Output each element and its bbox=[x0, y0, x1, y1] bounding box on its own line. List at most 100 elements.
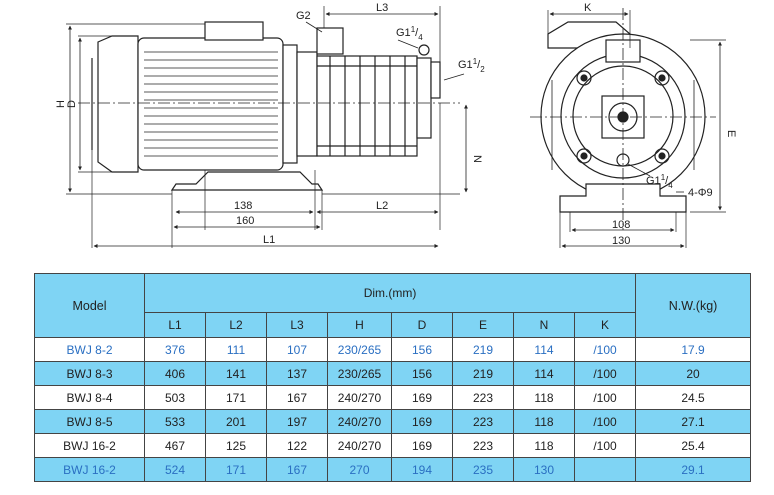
label-l2: L2 bbox=[376, 200, 388, 212]
label-g14-front: G11/4 bbox=[646, 173, 673, 190]
cell-dim-k: /100 bbox=[573, 361, 637, 386]
label-138: 138 bbox=[234, 200, 252, 212]
cell-dim-e: 235 bbox=[452, 457, 514, 482]
label-g14: G11/4 bbox=[396, 25, 423, 42]
label-d: D bbox=[66, 100, 78, 108]
header-model: Model bbox=[34, 273, 145, 338]
cell-dim-h: 240/270 bbox=[327, 433, 392, 458]
header-col: L2 bbox=[205, 312, 267, 338]
cell-dim-k: /100 bbox=[573, 337, 637, 362]
cell-model: BWJ 16-2 bbox=[34, 457, 145, 482]
cell-dim-l1: 524 bbox=[144, 457, 206, 482]
cell-dim-h: 230/265 bbox=[327, 361, 392, 386]
cell-model: BWJ 16-2 bbox=[34, 433, 145, 458]
label-holes: 4-Φ9 bbox=[688, 187, 713, 199]
cell-dim-l1: 376 bbox=[144, 337, 206, 362]
cell-dim-k: /100 bbox=[573, 385, 637, 410]
cell-dim-l3: 167 bbox=[266, 457, 328, 482]
cell-dim-h: 230/265 bbox=[327, 337, 392, 362]
cell-dim-d: 156 bbox=[391, 361, 453, 386]
cell-dim-l2: 125 bbox=[205, 433, 267, 458]
side-view bbox=[66, 6, 460, 248]
header-dim: Dim.(mm) bbox=[143, 273, 637, 313]
label-130: 130 bbox=[612, 235, 630, 247]
cell-dim-n: 130 bbox=[513, 457, 575, 482]
label-g2: G2 bbox=[296, 10, 311, 22]
cell-dim-l3: 197 bbox=[266, 409, 328, 434]
cell-dim-l2: 201 bbox=[205, 409, 267, 434]
cell-dim-l1: 467 bbox=[144, 433, 206, 458]
label-e: E bbox=[725, 130, 737, 137]
header-col: L3 bbox=[266, 312, 328, 338]
cell-dim-k: /100 bbox=[573, 409, 637, 434]
cell-dim-l1: 406 bbox=[144, 361, 206, 386]
cell-dim-l2: 171 bbox=[205, 457, 267, 482]
cell-dim-l2: 141 bbox=[205, 361, 267, 386]
cell-dim-e: 223 bbox=[452, 409, 514, 434]
cell-dim-l3: 137 bbox=[266, 361, 328, 386]
label-k: K bbox=[584, 2, 592, 14]
header-col: H bbox=[327, 312, 392, 338]
cell-nw: 29.1 bbox=[635, 457, 752, 482]
label-108: 108 bbox=[612, 219, 630, 231]
label-n: N bbox=[471, 155, 483, 163]
cell-nw: 20 bbox=[635, 361, 752, 386]
cell-dim-d: 169 bbox=[391, 409, 453, 434]
label-l3: L3 bbox=[376, 2, 388, 14]
cell-dim-l3: 122 bbox=[266, 433, 328, 458]
cell-dim-l1: 533 bbox=[144, 409, 206, 434]
cell-dim-d: 169 bbox=[391, 385, 453, 410]
cell-dim-h: 240/270 bbox=[327, 385, 392, 410]
cell-dim-k bbox=[573, 457, 637, 482]
front-dimension-lines bbox=[549, 12, 722, 248]
header-col: N bbox=[513, 312, 575, 338]
cell-dim-n: 114 bbox=[513, 337, 575, 362]
cell-dim-e: 223 bbox=[452, 433, 514, 458]
cell-dim-e: 219 bbox=[452, 361, 514, 386]
motor-cooling-fins bbox=[144, 51, 278, 157]
label-160: 160 bbox=[236, 215, 254, 227]
cell-nw: 17.9 bbox=[635, 337, 752, 362]
front-view-labels: K E G11/4 4-Φ9 108 130 bbox=[584, 2, 737, 247]
cell-dim-e: 219 bbox=[452, 337, 514, 362]
dimension-table: Model Dim.(mm) N.W.(kg) L1 L2 L3 H D E N… bbox=[34, 273, 752, 482]
cell-model: BWJ 8-4 bbox=[34, 385, 145, 410]
cell-model: BWJ 8-3 bbox=[34, 361, 145, 386]
cell-nw: 25.4 bbox=[635, 433, 752, 458]
cell-nw: 24.5 bbox=[635, 385, 752, 410]
cell-nw: 27.1 bbox=[635, 409, 752, 434]
side-view-labels: G2 L3 G11/4 G11/2 H D N 138 L2 160 L1 bbox=[55, 2, 485, 246]
cell-dim-d: 169 bbox=[391, 433, 453, 458]
cell-dim-l3: 107 bbox=[266, 337, 328, 362]
cell-dim-h: 270 bbox=[327, 457, 392, 482]
cell-dim-l1: 503 bbox=[144, 385, 206, 410]
cell-dim-n: 118 bbox=[513, 433, 575, 458]
front-view bbox=[530, 8, 726, 248]
cell-dim-l2: 111 bbox=[205, 337, 267, 362]
cell-dim-d: 194 bbox=[391, 457, 453, 482]
header-col: L1 bbox=[144, 312, 206, 338]
pump-dimension-drawing: G2 L3 G11/4 G11/2 H D N 138 L2 160 L1 bbox=[55, 2, 737, 248]
cell-dim-n: 118 bbox=[513, 409, 575, 434]
cell-dim-l2: 171 bbox=[205, 385, 267, 410]
cell-dim-n: 114 bbox=[513, 361, 575, 386]
cell-dim-n: 118 bbox=[513, 385, 575, 410]
cell-dim-h: 240/270 bbox=[327, 409, 392, 434]
label-l1: L1 bbox=[263, 234, 275, 246]
cell-dim-e: 223 bbox=[452, 385, 514, 410]
cell-dim-d: 156 bbox=[391, 337, 453, 362]
label-h: H bbox=[55, 100, 67, 108]
header-col: D bbox=[391, 312, 453, 338]
label-g112: G11/2 bbox=[458, 57, 485, 74]
cell-dim-l3: 167 bbox=[266, 385, 328, 410]
side-dimension-lines bbox=[68, 12, 468, 248]
cell-model: BWJ 8-5 bbox=[34, 409, 145, 434]
cell-model: BWJ 8-2 bbox=[34, 337, 145, 362]
